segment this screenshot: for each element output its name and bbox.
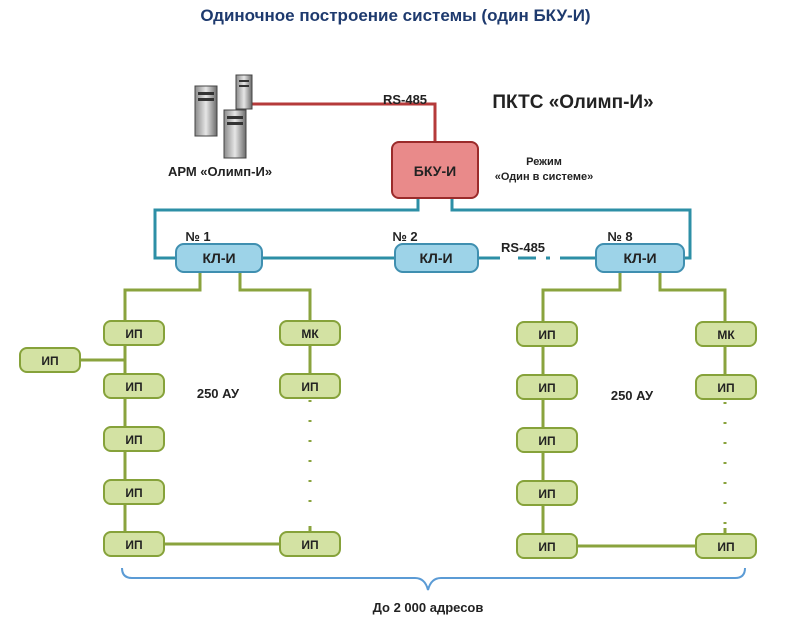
rs485-mid-label: RS-485: [501, 240, 545, 255]
au-right-label: 250 АУ: [611, 388, 654, 403]
mode-label-1: Режим: [526, 156, 562, 168]
device-ip: ИП: [516, 480, 578, 506]
device-ip: ИП: [103, 479, 165, 505]
ip-label: ИП: [125, 486, 142, 500]
ip-label: ИП: [538, 434, 555, 448]
au-left-label: 250 АУ: [197, 386, 240, 401]
kl-label: КЛ-И: [623, 250, 656, 266]
device-ip: ИП: [695, 533, 757, 559]
rs485-link-red: [250, 102, 437, 142]
device-ip: ИП: [103, 373, 165, 399]
ip-label: ИП: [125, 327, 142, 341]
green-loops: [70, 272, 727, 548]
ip-label: ИП: [301, 538, 318, 552]
bku-label: БКУ-И: [414, 163, 456, 179]
ip-label: ИП: [538, 381, 555, 395]
device-ip: ИП: [516, 533, 578, 559]
ip-label: ИП: [538, 540, 555, 554]
bottom-brace: [121, 567, 746, 591]
device-ip: ИП: [103, 320, 165, 346]
device-ip: ИП: [516, 427, 578, 453]
num-2-label: № 2: [392, 229, 417, 244]
ip-label: ИП: [717, 381, 734, 395]
ip-label: ИП: [41, 354, 58, 368]
server-icon: [194, 74, 253, 159]
ip-label: ИП: [538, 328, 555, 342]
kl-node-2: КЛ-И: [394, 243, 479, 273]
device-ip: ИП: [695, 374, 757, 400]
num-1-label: № 1: [185, 229, 210, 244]
device-ip: ИП: [516, 374, 578, 400]
system-label: ПКТС «Олимп-И»: [492, 92, 653, 113]
device-ip: ИП: [279, 373, 341, 399]
ip-label: ИП: [538, 487, 555, 501]
blue-bus: [153, 198, 692, 260]
device-ip: ИП: [516, 321, 578, 347]
ip-label: ИП: [125, 538, 142, 552]
rs485-top-label: RS-485: [383, 92, 427, 107]
diagram-title: Одиночное построение системы (один БКУ-И…: [200, 6, 591, 25]
mk-label: МК: [717, 328, 735, 342]
arm-label: АРМ «Олимп-И»: [168, 164, 272, 179]
bottom-label: До 2 000 адресов: [373, 600, 484, 615]
kl-node-8: КЛ-И: [595, 243, 685, 273]
ip-label: ИП: [301, 380, 318, 394]
kl-node-1: КЛ-И: [175, 243, 263, 273]
num-8-label: № 8: [607, 229, 632, 244]
device-mk: МК: [279, 320, 341, 346]
device-mk: МК: [695, 321, 757, 347]
bku-node: БКУ-И: [391, 141, 479, 199]
ip-label: ИП: [717, 540, 734, 554]
ip-label: ИП: [125, 433, 142, 447]
kl-label: КЛ-И: [419, 250, 452, 266]
mode-label-2: «Один в системе»: [495, 171, 593, 183]
device-ip: ИП: [19, 347, 81, 373]
device-ip: ИП: [103, 531, 165, 557]
ip-label: ИП: [125, 380, 142, 394]
mk-label: МК: [301, 327, 319, 341]
kl-label: КЛ-И: [202, 250, 235, 266]
device-ip: ИП: [279, 531, 341, 557]
device-ip: ИП: [103, 426, 165, 452]
